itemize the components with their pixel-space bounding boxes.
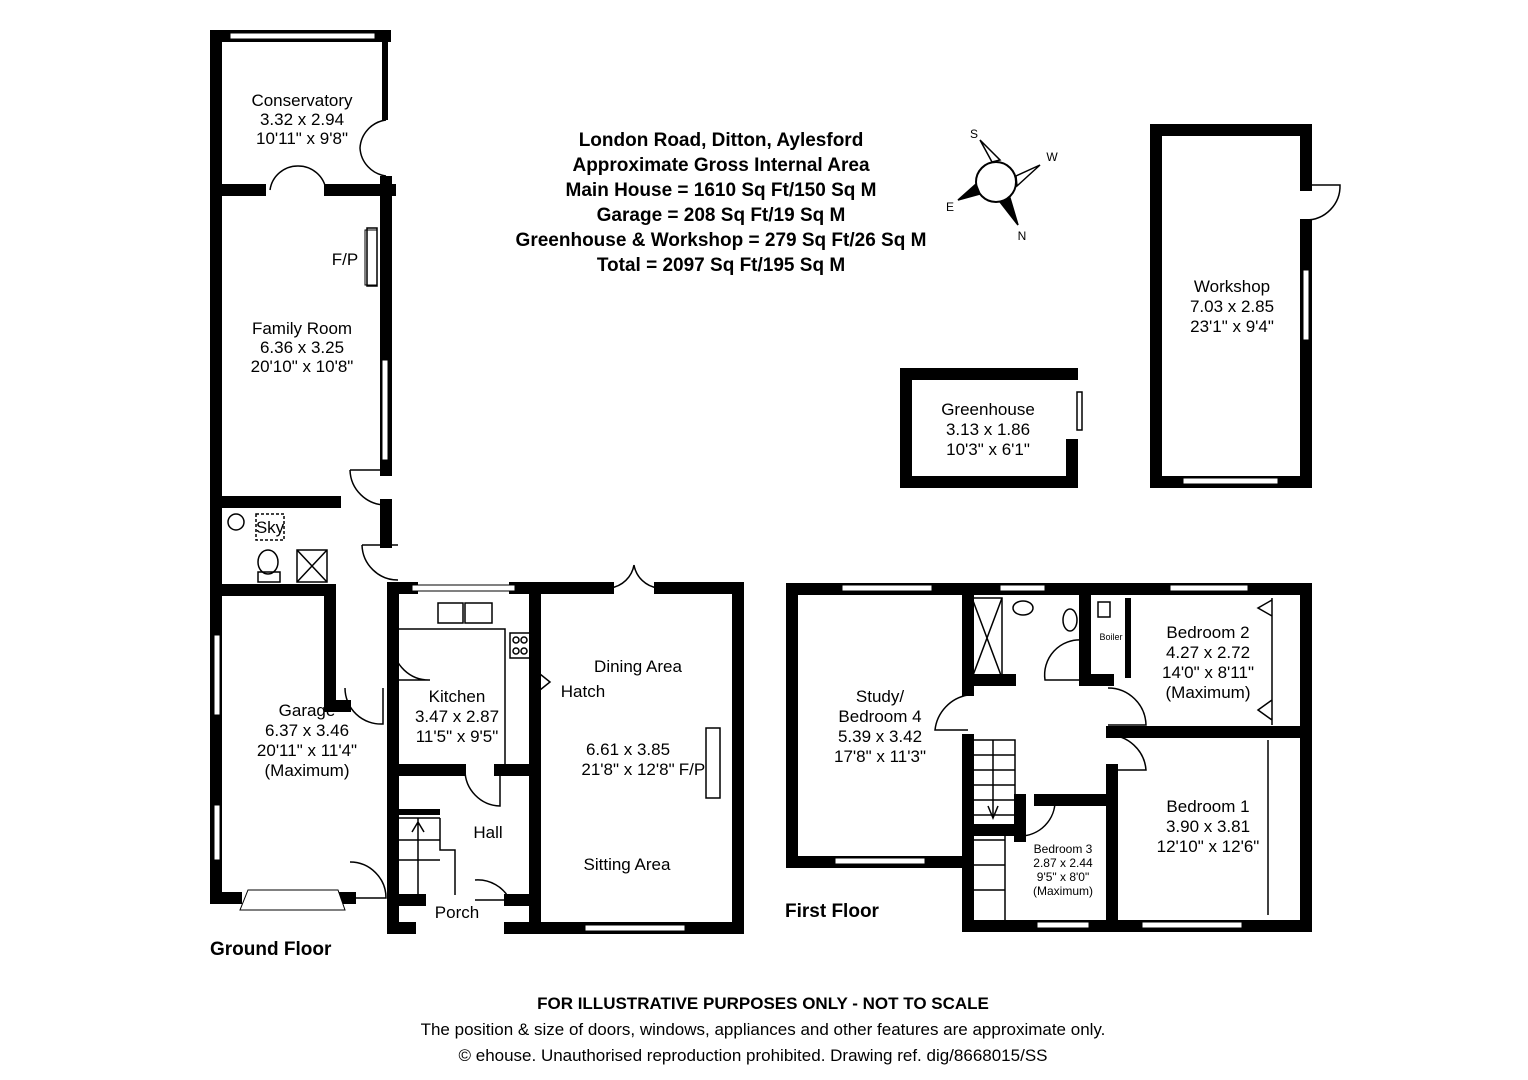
ground-floor-labels: Conservatory 3.32 x 2.94 10'11" x 9'8" F… bbox=[210, 91, 705, 960]
shower-icon bbox=[296, 549, 328, 583]
total-area: Total = 2097 Sq Ft/195 Sq M bbox=[597, 255, 845, 276]
family-room-fireplace-label: F/P bbox=[332, 250, 358, 269]
basin-icon bbox=[227, 513, 245, 531]
kitchen-imperial: 11'5" x 9'5" bbox=[416, 727, 499, 746]
bedroom1-imperial: 12'10" x 12'6" bbox=[1157, 837, 1260, 856]
bedroom1-metric: 3.90 x 3.81 bbox=[1166, 817, 1250, 836]
study-imperial: 17'8" x 11'3" bbox=[834, 747, 926, 766]
dining-area-name: Dining Area bbox=[594, 657, 682, 676]
garage-metric: 6.37 x 3.46 bbox=[265, 721, 349, 740]
header: London Road, Ditton, Aylesford Approxima… bbox=[516, 130, 927, 276]
footer: FOR ILLUSTRATIVE PURPOSES ONLY - NOT TO … bbox=[421, 994, 1106, 1065]
fireplace-icon bbox=[705, 727, 721, 799]
area-subtitle: Approximate Gross Internal Area bbox=[572, 155, 869, 176]
bedroom2-metric: 4.27 x 2.72 bbox=[1166, 643, 1250, 662]
first-floor-fixtures bbox=[971, 597, 1273, 920]
compass-west: W bbox=[1046, 150, 1058, 164]
copyright: © ehouse. Unauthorised reproduction proh… bbox=[458, 1046, 1047, 1065]
boiler-label: Boiler bbox=[1099, 632, 1122, 642]
greenhouse-imperial: 10'3" x 6'1" bbox=[946, 440, 1030, 459]
stairs-icon bbox=[972, 739, 1016, 826]
workshop-metric: 7.03 x 2.85 bbox=[1190, 297, 1274, 316]
family-room-imperial: 20'10" x 10'8" bbox=[251, 357, 354, 376]
hall-label: Hall bbox=[473, 823, 502, 842]
ground-floor-windows bbox=[213, 32, 686, 932]
compass-north: N bbox=[1018, 229, 1027, 243]
compass-east: E bbox=[946, 200, 954, 214]
ground-floor-fixtures bbox=[227, 227, 721, 895]
bedroom3-imperial: 9'5" x 8'0" bbox=[1037, 870, 1089, 884]
garage-note: (Maximum) bbox=[265, 761, 350, 780]
garage-area: Garage = 208 Sq Ft/19 Sq M bbox=[597, 205, 846, 226]
garage-name: Garage bbox=[279, 701, 336, 720]
bedroom1-name: Bedroom 1 bbox=[1166, 797, 1249, 816]
study-name: Study/ bbox=[856, 687, 904, 706]
workshop-name: Workshop bbox=[1194, 277, 1270, 296]
shower-icon bbox=[971, 597, 1003, 679]
workshop: Workshop 7.03 x 2.85 23'1" x 9'4" bbox=[1150, 124, 1341, 488]
ground-floor-walls bbox=[210, 30, 744, 934]
hob-icon bbox=[509, 632, 531, 659]
hatch-label: Hatch bbox=[561, 682, 605, 701]
greenhouse-name: Greenhouse bbox=[941, 400, 1035, 419]
conservatory-metric: 3.32 x 2.94 bbox=[260, 110, 344, 129]
garage-imperial: 20'11" x 11'4" bbox=[257, 741, 357, 760]
first-floor-doors bbox=[934, 639, 1147, 837]
stairs-icon bbox=[396, 817, 456, 895]
family-room-metric: 6.36 x 3.25 bbox=[260, 338, 344, 357]
fireplace-icon bbox=[366, 227, 378, 287]
first-floor-labels: Study/ Bedroom 4 5.39 x 3.42 17'8" x 11'… bbox=[785, 623, 1259, 922]
compass-icon: S W E N bbox=[946, 127, 1058, 243]
greenhouse-workshop-area: Greenhouse & Workshop = 279 Sq Ft/26 Sq … bbox=[516, 230, 927, 251]
approximation-note: The position & size of doors, windows, a… bbox=[421, 1020, 1106, 1039]
first-floor-windows bbox=[834, 584, 1249, 929]
bedroom3-metric: 2.87 x 2.44 bbox=[1033, 856, 1093, 870]
skylight-icon bbox=[255, 513, 285, 541]
toilet-icon bbox=[1062, 608, 1078, 632]
study-metric: 5.39 x 3.42 bbox=[838, 727, 922, 746]
family-room-name: Family Room bbox=[252, 319, 352, 338]
bedroom2-name: Bedroom 2 bbox=[1166, 623, 1249, 642]
stairs-icon bbox=[972, 835, 1006, 920]
ground-floor-doors bbox=[269, 119, 659, 901]
ground-floor-label: Ground Floor bbox=[210, 939, 332, 960]
dining-fireplace-label: F/P bbox=[679, 760, 705, 779]
conservatory-imperial: 10'11" x 9'8" bbox=[256, 129, 348, 148]
boiler-icon bbox=[1097, 601, 1111, 618]
kitchen-metric: 3.47 x 2.87 bbox=[415, 707, 499, 726]
wardrobe-icon bbox=[1256, 598, 1273, 725]
study-name-2: Bedroom 4 bbox=[838, 707, 921, 726]
skylight-label: Sky bbox=[256, 518, 285, 537]
disclaimer: FOR ILLUSTRATIVE PURPOSES ONLY - NOT TO … bbox=[537, 994, 989, 1013]
bedroom2-note: (Maximum) bbox=[1166, 683, 1251, 702]
main-house-area: Main House = 1610 Sq Ft/150 Sq M bbox=[566, 180, 877, 201]
conservatory-name: Conservatory bbox=[251, 91, 353, 110]
greenhouse-metric: 3.13 x 1.86 bbox=[946, 420, 1030, 439]
greenhouse: Greenhouse 3.13 x 1.86 10'3" x 6'1" bbox=[900, 368, 1083, 488]
first-floor-label: First Floor bbox=[785, 901, 880, 922]
toilet-icon bbox=[257, 549, 279, 575]
sink-icon bbox=[464, 602, 493, 624]
hatch-icon bbox=[534, 669, 552, 695]
bedroom3-note: (Maximum) bbox=[1033, 884, 1093, 898]
porch-label: Porch bbox=[435, 903, 479, 922]
address-title: London Road, Ditton, Aylesford bbox=[579, 130, 864, 151]
kitchen-name: Kitchen bbox=[429, 687, 486, 706]
bedroom3-name: Bedroom 3 bbox=[1034, 842, 1093, 856]
basin-icon bbox=[1012, 600, 1034, 616]
dining-imperial: 21'8" x 12'8" bbox=[581, 760, 674, 779]
sitting-area-label: Sitting Area bbox=[584, 855, 671, 874]
sink-drainer-icon bbox=[437, 602, 464, 624]
bedroom2-imperial: 14'0" x 8'11" bbox=[1162, 663, 1254, 682]
dining-metric: 6.61 x 3.85 bbox=[586, 740, 670, 759]
workshop-imperial: 23'1" x 9'4" bbox=[1190, 317, 1274, 336]
compass-south: S bbox=[970, 127, 978, 141]
